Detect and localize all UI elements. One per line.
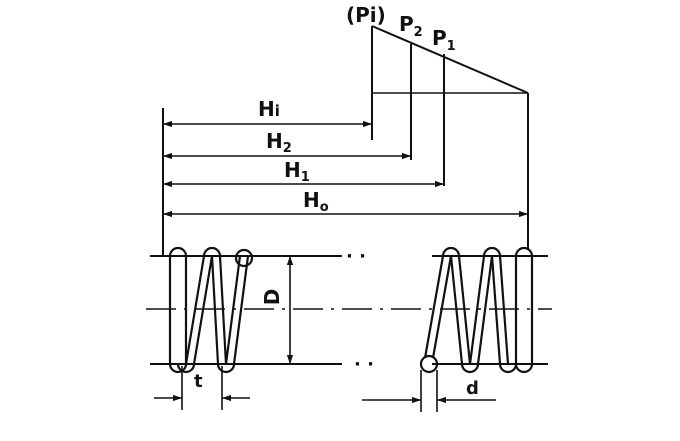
right-coils xyxy=(419,246,534,374)
left-coils xyxy=(168,246,254,374)
diameter-label: D xyxy=(260,289,284,306)
coil-wire xyxy=(192,255,214,365)
p2-label: P2 xyxy=(399,12,423,40)
load-slope-line xyxy=(371,25,529,94)
h2-label: H2 xyxy=(266,129,292,156)
wire-section-top xyxy=(234,248,254,268)
break-dots-bottom: · · xyxy=(354,354,374,375)
ho-label: Ho xyxy=(303,188,329,215)
coil-bottom-cap xyxy=(498,363,518,374)
coil-wire xyxy=(210,255,220,365)
diameter-dimension: D xyxy=(260,256,294,364)
coil-top-cap xyxy=(202,246,222,257)
left-end-coil xyxy=(168,246,188,374)
coil-top-cap xyxy=(441,246,461,257)
coil-wire xyxy=(449,255,464,365)
coil-wire xyxy=(468,255,486,365)
coil-wire xyxy=(476,255,494,365)
coil-wire xyxy=(457,255,472,365)
coil-wire xyxy=(498,255,510,365)
wire-label: d xyxy=(466,378,479,399)
wire-dimension: d xyxy=(362,370,496,412)
coil-wire xyxy=(218,255,228,365)
coil-wire xyxy=(184,255,206,365)
right-end-coil xyxy=(514,246,534,374)
coil-bottom-cap xyxy=(176,363,196,374)
coil-wire xyxy=(232,255,250,365)
coil-wire xyxy=(423,255,445,359)
coil-wire xyxy=(490,255,502,365)
pitch-dimension: t xyxy=(154,366,250,410)
coil-wire xyxy=(224,255,242,365)
p1-label: P1 xyxy=(432,26,456,54)
coil-bottom-cap xyxy=(216,363,236,374)
wire-section-bottom xyxy=(419,354,439,374)
coil-top-cap xyxy=(482,246,502,257)
pitch-label: t xyxy=(194,371,203,392)
coil-wire xyxy=(431,255,453,359)
hi-label: Hi xyxy=(258,97,280,121)
height-dimensions xyxy=(163,120,528,218)
break-dots-top: · · xyxy=(346,246,366,267)
pi-label: (Pi) xyxy=(346,3,386,27)
coil-bottom-cap xyxy=(460,363,480,374)
load-diagram xyxy=(371,25,529,250)
h1-label: H1 xyxy=(284,158,310,185)
